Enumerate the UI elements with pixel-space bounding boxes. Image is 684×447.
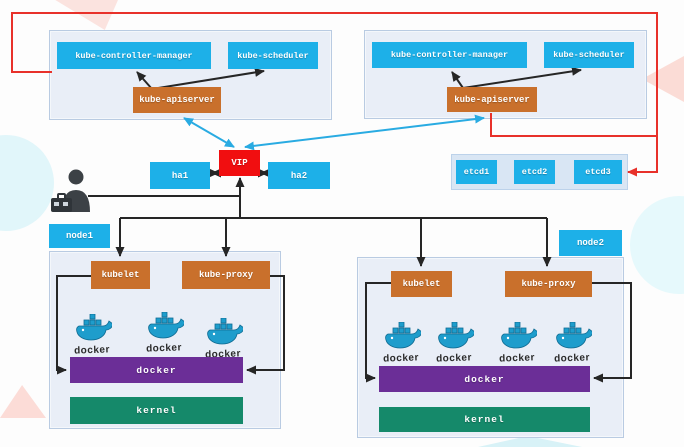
label: kubelet (101, 270, 140, 280)
ha2-box: ha2 (268, 162, 330, 189)
docker-whale-icon: docker (199, 317, 247, 361)
node2-kube-proxy: kube-proxy (505, 271, 592, 297)
node1-label: node1 (49, 224, 110, 248)
briefcase-icon (51, 193, 72, 212)
node1-kubelet: kubelet (91, 261, 150, 289)
label: ha1 (171, 170, 189, 181)
node1-kube-proxy: kube-proxy (182, 261, 270, 289)
master2-internal-arrows (451, 66, 582, 89)
label: VIP (231, 158, 248, 168)
vip-apiserver-wires (183, 114, 485, 151)
red-ha-loop-wire (11, 12, 658, 177)
docker-whale-icon: docker (430, 321, 478, 365)
master1-kube-scheduler: kube-scheduler (228, 42, 318, 69)
master1-kube-controller-manager: kube-controller-manager (57, 42, 211, 69)
label: kube-proxy (521, 279, 576, 289)
master2-kube-controller-manager: kube-controller-manager (372, 42, 527, 68)
docker-wordmark: docker (382, 352, 420, 365)
node1-kernel-layer: kernel (70, 397, 243, 424)
master1-kube-apiserver: kube-apiserver (133, 87, 221, 113)
label: kube-scheduler (553, 50, 625, 60)
docker-whale-icon: docker (377, 321, 425, 365)
etcd1-box: etcd1 (456, 160, 497, 184)
label: kernel (464, 414, 505, 425)
docker-wordmark: docker (553, 352, 591, 365)
label: etcd1 (463, 167, 490, 177)
docker-wordmark: docker (498, 352, 536, 365)
vip-box: VIP (219, 150, 260, 176)
client-user-icon (50, 168, 94, 219)
docker-whale-icon: docker (68, 313, 116, 357)
label: kube-scheduler (237, 50, 309, 61)
label: kubelet (402, 279, 441, 289)
whale-glyph (76, 313, 114, 341)
node1-docker-layer: docker (70, 357, 243, 383)
label: etcd2 (521, 167, 548, 177)
label: kube-controller-manager (75, 50, 193, 61)
label: node2 (576, 238, 604, 248)
label: docker (464, 373, 505, 385)
docker-whale-icon: docker (140, 311, 188, 355)
node1-docker-arrows (56, 275, 285, 375)
label: docker (136, 364, 177, 376)
node2-kubelet: kubelet (391, 271, 452, 297)
label: kube-proxy (198, 270, 253, 280)
label: kube-controller-manager (390, 50, 509, 60)
docker-wordmark: docker (145, 342, 183, 355)
docker-whale-icon: docker (548, 321, 596, 365)
label: kube-apiserver (454, 94, 530, 105)
label: ha2 (290, 170, 308, 181)
node2-docker-layer: docker (379, 366, 590, 392)
node2-docker-arrows (365, 282, 632, 383)
docker-wordmark: docker (73, 344, 111, 357)
etcd2-box: etcd2 (514, 160, 555, 184)
node2-label: node2 (559, 230, 622, 256)
ha1-box: ha1 (150, 162, 210, 189)
label: kernel (136, 405, 177, 416)
master2-kube-apiserver: kube-apiserver (447, 87, 537, 112)
docker-whale-icon: docker (493, 321, 541, 365)
label: node1 (65, 231, 93, 241)
label: kube-apiserver (139, 95, 215, 105)
label: etcd3 (585, 167, 611, 177)
etcd3-box: etcd3 (574, 160, 622, 184)
master1-internal-arrows (136, 67, 265, 90)
node2-kernel-layer: kernel (379, 407, 590, 432)
distribution-bus (88, 177, 552, 267)
docker-wordmark: docker (435, 352, 473, 365)
master2-kube-scheduler: kube-scheduler (544, 42, 634, 68)
